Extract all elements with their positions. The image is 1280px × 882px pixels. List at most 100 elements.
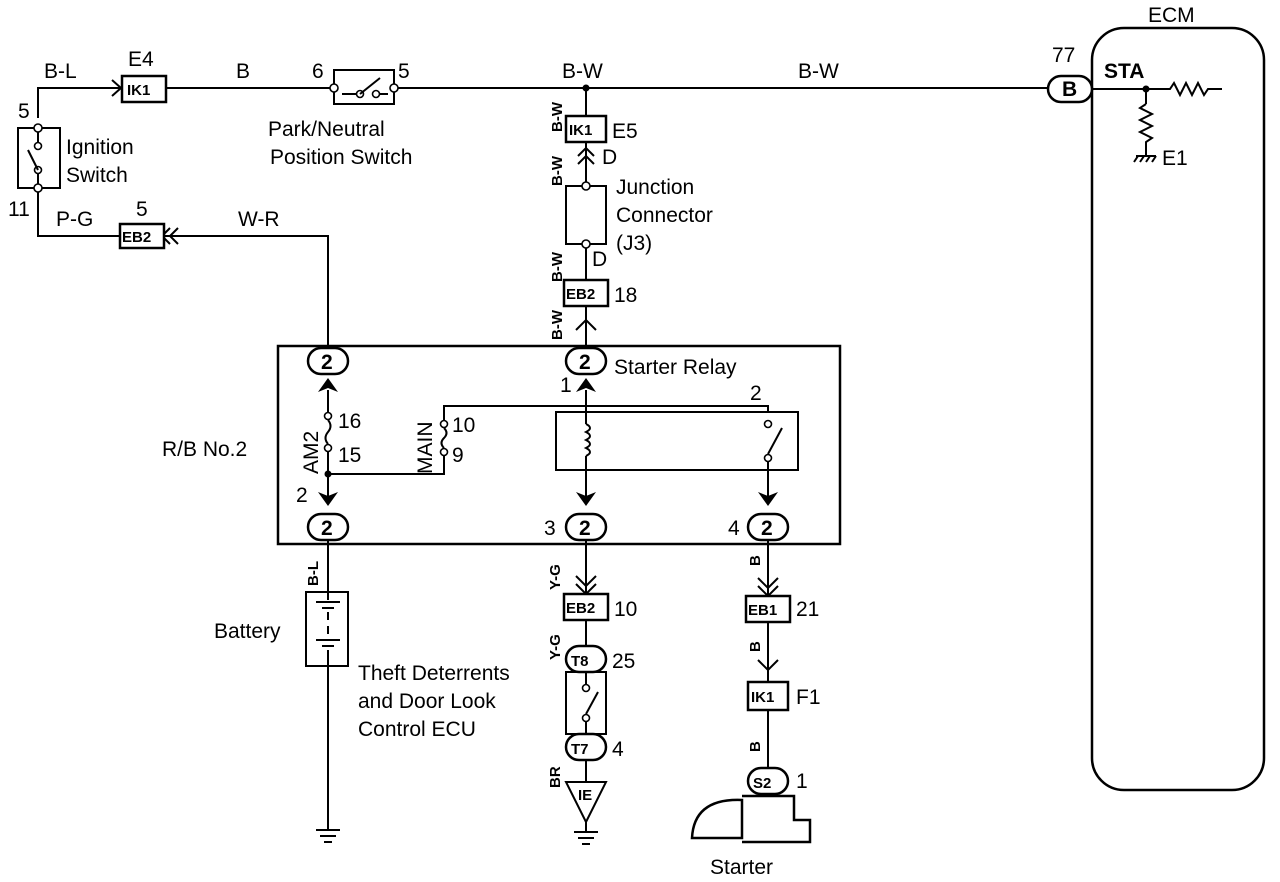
connector-t7-pin: 4 xyxy=(612,738,624,761)
pn-switch-label-2: Position Switch xyxy=(270,146,412,169)
rb2-conn-bottom-left-label: 2 xyxy=(321,517,333,540)
ignition-label-1: Ignition xyxy=(66,136,134,159)
pn-switch-box xyxy=(333,69,395,105)
rb2-conn-bottom-right-label: 2 xyxy=(761,517,773,540)
pn-switch-pin-5: 5 xyxy=(398,60,410,83)
pn-switch-contact xyxy=(359,77,381,95)
rb2-conn-top-center xyxy=(564,346,608,376)
junction-connector-box xyxy=(565,185,607,245)
rb2-main-label: MAIN xyxy=(414,422,437,475)
wire-label-bw-top-right: B-W xyxy=(798,60,839,83)
junction-label-2: Connector xyxy=(616,204,713,227)
wire-label-yg-2: Y-G xyxy=(547,634,564,660)
wire-label-b-3: B xyxy=(747,741,764,752)
ecm-box xyxy=(1090,26,1266,792)
ecm-pin-77: 77 xyxy=(1052,44,1075,67)
connector-eb2-5 xyxy=(118,222,166,250)
battery-label: Battery xyxy=(214,620,281,643)
connector-eb2-18-label: EB2 xyxy=(566,286,595,303)
pn-switch-label-1: Park/Neutral xyxy=(268,118,385,141)
connector-eb2-18 xyxy=(562,278,610,308)
connector-s2 xyxy=(746,766,790,796)
rb2-conn-top-center-label: 2 xyxy=(579,351,591,374)
am2-fuse xyxy=(324,419,332,445)
rb2-conn-bottom-center-label: 2 xyxy=(579,517,591,540)
connector-t7-label: T7 xyxy=(571,741,589,758)
wire-label-bw-v4: B-W xyxy=(549,309,566,340)
rb2-conn-top-left xyxy=(306,346,350,376)
connector-ik1-f1-label: IK1 xyxy=(751,689,774,706)
rb2-pin-9: 9 xyxy=(452,444,464,467)
wire-label-bw-v1: B-W xyxy=(549,101,566,132)
connector-d-lower: D xyxy=(592,248,607,271)
theft-ecu-label-1: Theft Deterrents xyxy=(358,662,510,685)
connector-eb2-10-label: EB2 xyxy=(566,600,595,617)
ignition-pin-11: 11 xyxy=(8,198,30,221)
relay-pin-1-label: 1 xyxy=(560,374,572,397)
connector-t8-pin: 25 xyxy=(612,650,635,673)
starter-relay-box xyxy=(555,411,799,471)
wire-label-bl-top: B-L xyxy=(44,60,77,83)
rb2-label: R/B No.2 xyxy=(162,438,247,461)
ignition-switch-contact xyxy=(27,149,39,171)
connector-t8-label: T8 xyxy=(571,653,589,670)
starter-relay-coil xyxy=(583,423,591,457)
ground-ie-label: IE xyxy=(578,787,592,804)
rb2-pin-3: 3 xyxy=(544,517,556,540)
rb2-pin-16: 16 xyxy=(338,410,361,433)
rb2-pin-2-left: 2 xyxy=(296,484,308,507)
connector-d-upper: D xyxy=(602,146,617,169)
theft-ecu-ground xyxy=(574,831,598,845)
wire-label-b-top: B xyxy=(236,60,250,83)
connector-s2-pin: 1 xyxy=(796,770,808,793)
ecm-sta-label: STA xyxy=(1104,60,1144,83)
connector-eb2-10-pin: 10 xyxy=(614,598,637,621)
ecm-resistor-vertical xyxy=(1137,103,1155,156)
connector-ik1-e4 xyxy=(120,74,168,104)
wire-label-b-2: B xyxy=(747,641,764,652)
rb2-conn-top-left-label: 2 xyxy=(321,351,333,374)
rb2-pin-15: 15 xyxy=(338,444,361,467)
connector-eb2-18-pin: 18 xyxy=(614,284,637,307)
connector-eb2-5-label: EB2 xyxy=(122,229,151,246)
starter-relay-label: Starter Relay xyxy=(614,356,737,379)
rb2-pin-4: 4 xyxy=(728,517,740,540)
wire-label-wr: W-R xyxy=(238,208,280,231)
theft-ecu-label-3: Control ECU xyxy=(358,718,476,741)
ecm-connector-b-label: B xyxy=(1062,78,1077,101)
wire-label-bl-battery: B-L xyxy=(305,561,322,586)
ground-ie-triangle xyxy=(564,781,608,825)
connector-eb1-label: EB1 xyxy=(748,602,777,619)
wire-label-b-1: B xyxy=(747,555,764,566)
connector-f1-label: F1 xyxy=(796,686,821,709)
connector-e4-label: E4 xyxy=(128,48,154,71)
starter-relay-contact xyxy=(767,427,783,455)
ecm-ground-symbol xyxy=(1133,155,1157,163)
battery-cells xyxy=(316,592,340,666)
connector-ik1-e5 xyxy=(564,114,608,144)
starter-motor-icon xyxy=(690,794,812,844)
connector-eb2-5-pin: 5 xyxy=(136,198,148,221)
ecm-e1-label: E1 xyxy=(1162,147,1188,170)
connector-e5-label: E5 xyxy=(612,120,638,143)
relay-pin-2-label: 2 xyxy=(750,382,762,405)
rb2-box xyxy=(276,344,842,546)
connector-s2-label: S2 xyxy=(753,775,771,792)
junction-label-1: Junction xyxy=(616,176,694,199)
main-fusible-link xyxy=(440,427,448,449)
junction-label-3: (J3) xyxy=(616,232,652,255)
connector-ik1-e5-label: IK1 xyxy=(569,122,592,139)
pn-switch-pin-6: 6 xyxy=(312,60,324,83)
ignition-pin-5: 5 xyxy=(18,100,30,123)
ecm-title: ECM xyxy=(1148,4,1195,27)
wire-label-bw-v3: B-W xyxy=(549,251,566,282)
starter-label: Starter xyxy=(710,856,773,879)
rb2-am2-label: AM2 xyxy=(300,431,323,474)
ignition-label-2: Switch xyxy=(66,164,128,187)
wire-label-pg: P-G xyxy=(56,208,93,231)
wire-label-bw-top-left: B-W xyxy=(562,60,603,83)
connector-eb1-pin: 21 xyxy=(796,598,819,621)
theft-ecu-switch-contact xyxy=(585,691,599,715)
wire-label-yg-1: Y-G xyxy=(547,564,564,590)
